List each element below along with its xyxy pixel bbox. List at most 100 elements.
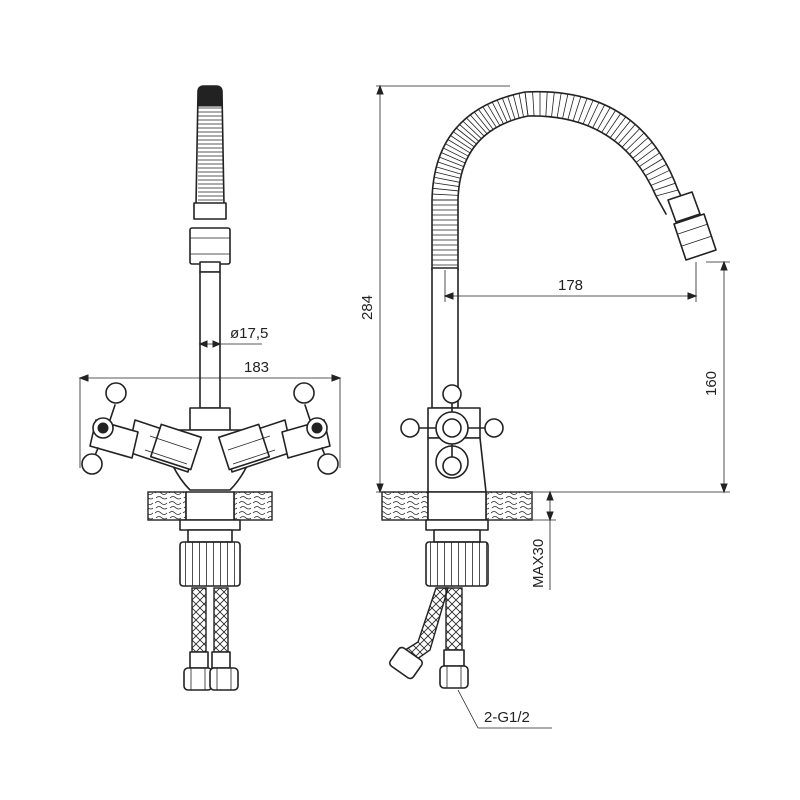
coil-ring — [466, 117, 485, 137]
coil-ring — [432, 193, 459, 196]
spout-height-label: 160 — [703, 371, 720, 396]
side-handle-knob-top — [442, 384, 462, 404]
front-hose-left — [191, 587, 207, 653]
coil-ring — [482, 106, 497, 128]
front-hose-nut-right — [209, 667, 239, 691]
connection-leader: 2-G1/2 — [457, 689, 552, 729]
coil-ring — [524, 91, 529, 117]
coil-ring — [592, 104, 606, 129]
front-left-handle-knob-bottom — [81, 453, 103, 475]
coil-ring — [433, 182, 460, 187]
coil-ring — [507, 96, 516, 120]
coil-ring — [501, 97, 512, 121]
spout-reach-dimension: 178 — [443, 262, 698, 302]
total-height-dimension: 284 — [359, 84, 510, 494]
max-thickness-label: MAX30 — [530, 539, 547, 588]
front-spout-nut — [193, 202, 227, 220]
side-countertop-left — [381, 491, 429, 521]
spout-reach-label: 178 — [558, 277, 583, 294]
coil-ring — [545, 91, 548, 117]
coil-ring — [625, 132, 645, 151]
coil-ring — [462, 120, 482, 139]
side-handle-knob-left — [400, 418, 420, 438]
coil-ring — [601, 110, 616, 133]
coil-ring — [512, 94, 520, 119]
side-hose-nut — [439, 665, 469, 689]
coil-ring — [562, 93, 569, 119]
connection-label: 2-G1/2 — [484, 709, 530, 726]
coil-ring — [648, 169, 670, 181]
coil-ring — [642, 158, 664, 172]
front-hose-nut-left — [183, 667, 213, 691]
coil-ring — [436, 166, 462, 175]
side-handle-knob-right — [484, 418, 504, 438]
base-width-label: 183 — [244, 359, 269, 376]
coil-ring — [629, 137, 649, 155]
coil-ring — [434, 176, 460, 183]
coil-ring — [432, 187, 459, 192]
side-handle-knob-bottom — [442, 456, 462, 476]
side-flex-spout — [431, 90, 689, 271]
coil-ring — [567, 95, 575, 120]
diameter-label: ø17,5 — [230, 325, 268, 342]
coil-ring — [577, 98, 588, 123]
front-left-handle-knob-top — [105, 382, 127, 404]
coil-ring — [650, 176, 673, 186]
coil-ring — [617, 124, 636, 145]
coil-ring — [491, 101, 504, 125]
coil-ring — [639, 152, 660, 167]
side-hose-nut-angled — [388, 646, 424, 680]
base-width-dimension: 183 — [78, 359, 342, 468]
coil-ring — [439, 156, 464, 168]
front-view: ø17,5 183 — [78, 85, 342, 691]
coil-ring — [645, 163, 667, 176]
coil-ring — [572, 96, 582, 122]
front-body-top — [189, 407, 231, 431]
coil-ring — [447, 139, 471, 154]
coil-ring — [443, 147, 467, 160]
side-hose-straight — [445, 587, 463, 651]
coil-ring — [632, 142, 653, 159]
coil-ring — [655, 189, 679, 197]
coil-ring — [487, 104, 501, 126]
coil-ring — [456, 127, 477, 145]
coil-ring — [582, 100, 594, 125]
coil-ring — [435, 171, 461, 179]
max-thickness-dimension: MAX30 — [530, 490, 556, 590]
coil-ring — [609, 116, 627, 138]
coil-ring — [496, 99, 508, 123]
front-flex-spout — [195, 85, 225, 206]
front-right-valve — [217, 382, 339, 475]
front-stem — [199, 271, 221, 409]
front-hose-right — [213, 587, 229, 653]
coil-ring — [605, 113, 622, 136]
coil-ring — [469, 114, 488, 135]
coil-ring — [587, 102, 600, 126]
coil-ring — [635, 147, 657, 163]
coil-ring — [551, 92, 555, 118]
diameter-dimension: ø17,5 — [198, 325, 268, 348]
coil-ring — [596, 107, 611, 131]
side-countertop-right — [485, 491, 533, 521]
spout-height-dimension: 160 — [486, 260, 730, 494]
coil-ring — [613, 120, 631, 141]
front-left-valve — [81, 382, 203, 475]
side-view: 284 178 160 MAX30 — [359, 84, 730, 729]
front-countertop-right — [233, 491, 273, 521]
coil-ring — [450, 135, 473, 151]
coil-ring — [473, 111, 491, 132]
coil-ring — [653, 182, 676, 192]
coil-ring — [441, 152, 466, 164]
front-right-handle-knob-top — [293, 382, 315, 404]
front-right-handle-knob-bottom — [317, 453, 339, 475]
coil-ring — [556, 92, 562, 118]
side-handle — [400, 384, 504, 476]
coil-ring — [445, 143, 469, 157]
side-spout-tip — [667, 191, 717, 261]
front-spout-collar — [189, 227, 231, 265]
coil-ring — [621, 128, 641, 148]
front-countertop-left — [147, 491, 187, 521]
coil-ring — [437, 161, 463, 171]
coil-ring — [453, 131, 475, 148]
side-fixing-nut — [425, 541, 489, 587]
